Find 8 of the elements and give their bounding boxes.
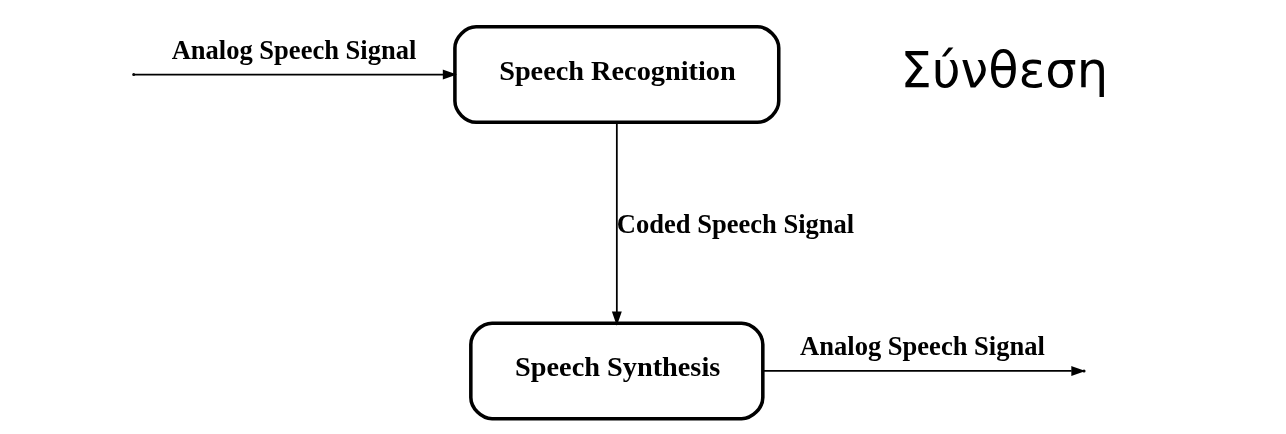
arrow — [611, 121, 622, 326]
arrow — [133, 69, 457, 80]
label: Σύνθεση — [900, 40, 1108, 99]
edge-label: Analog Speech Signal — [799, 331, 1045, 362]
node-box: Speech Recognition — [452, 25, 780, 125]
edge-label: Analog Speech Signal — [171, 34, 416, 65]
node-box: Speech Synthesis — [468, 321, 765, 421]
edge-label: Coded Speech Signal — [616, 208, 854, 239]
